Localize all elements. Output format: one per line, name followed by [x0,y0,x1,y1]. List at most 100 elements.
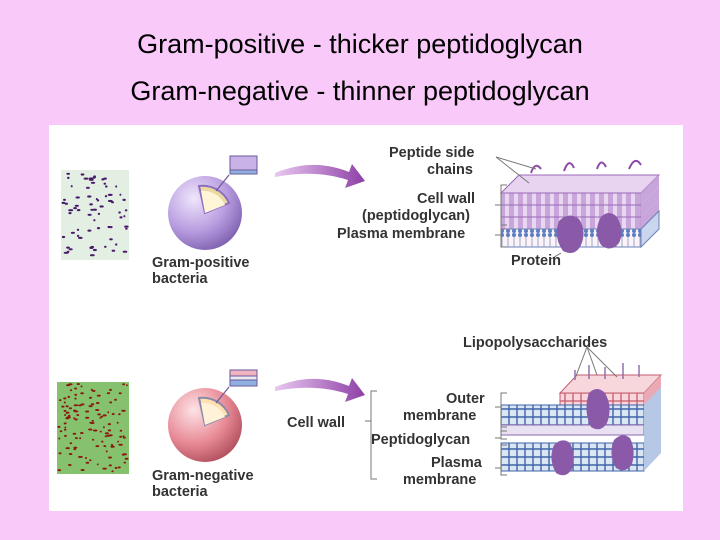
label-outer-membrane-1: Outer [446,391,485,407]
stain-speck [57,425,61,428]
gram-negative-label-1: Gram-negative [152,468,254,484]
label-peptide-side-2: chains [427,162,473,178]
stain-speck [66,250,70,253]
stain-speck [91,419,94,422]
stain-speck [69,442,73,445]
stain-speck [108,434,113,437]
stain-speck [89,203,93,206]
stain-speck [114,398,117,401]
stain-speck [89,421,93,424]
stain-speck [68,209,74,212]
stain-speck [122,198,126,201]
stain-speck [87,195,92,198]
gram-negative-cell [168,388,242,462]
label-peptide-side-1: Peptide side [389,145,474,161]
stain-speck [108,464,112,467]
stain-speck [88,405,93,408]
stain-speck [102,467,107,470]
stain-speck [95,198,98,201]
stain-speck [117,466,121,469]
stain-speck [104,432,109,435]
stain-speck [118,211,121,214]
stain-speck [107,411,110,414]
stain-speck [64,202,68,205]
gram-negative-wall-block [500,363,663,476]
stain-speck [75,196,80,199]
stain-speck [95,445,100,448]
stain-speck [88,428,93,431]
stain-speck [106,392,111,395]
stain-speck [63,422,67,425]
stain-speck [102,414,107,417]
stain-speck [122,435,125,438]
gram-positive-label-1: Gram-positive [152,255,250,271]
stain-speck [63,409,67,412]
stain-speck [80,432,84,434]
stain-speck [63,401,66,404]
stain-speck [66,416,71,419]
stain-speck [115,185,118,188]
label-protein: Protein [511,253,561,269]
stain-speck [80,385,83,388]
stain-speck [59,430,63,433]
stain-speck [63,428,67,431]
stain-speck [96,463,99,466]
stain-speck [73,410,79,413]
stain-speck [107,429,112,432]
stain-speck [73,207,77,210]
stain-speck [88,177,94,180]
stain-speck [90,208,94,211]
stain-speck [121,409,126,412]
stain-speck [67,395,71,398]
stain-speck [76,228,80,231]
stain-speck [95,402,100,404]
label-cell-wall-positive: Cell wall [417,191,475,207]
stain-speck [88,396,93,399]
stain-speck [85,186,90,189]
label-cell-wall-negative: Cell wall [287,415,345,431]
stain-speck [107,225,111,229]
stain-speck [97,413,101,416]
gram-positive-wall-block [499,159,661,253]
stain-speck [114,466,118,469]
stain-speck [80,392,84,395]
stain-speck [92,248,97,252]
stain-speck [99,430,102,433]
stain-speck [73,404,79,407]
stain-speck [63,397,67,400]
stain-speck [104,245,107,248]
stain-speck [109,401,113,404]
stain-speck [83,177,89,180]
stain-speck [80,403,85,406]
stain-speck [92,208,97,211]
arrow-positive [275,164,365,188]
stain-speck [73,417,76,420]
stain-speck [67,176,70,179]
stain-speck [78,236,83,239]
stain-speck [107,193,113,196]
stain-speck [68,453,73,455]
stain-speck [96,394,101,397]
stain-speck [108,456,112,459]
stain-speck [70,185,73,188]
stain-speck [123,461,127,464]
stain-speck [122,383,125,386]
stain-speck [104,435,107,438]
label-plasma-membrane-positive: Plasma membrane [337,226,465,242]
title-line-1: Gram-positive - thicker peptidoglycan [137,29,583,59]
stain-speck [61,235,66,239]
stain-speck [72,432,77,435]
brackets-positive [495,156,562,260]
stain-speck [105,450,108,453]
stain-speck [74,418,78,421]
cell-wall-swatch-negative [215,369,258,404]
stain-speck [90,181,96,184]
stain-speck [64,434,67,437]
stain-speck [64,426,67,429]
stain-speck [76,383,80,385]
stain-speck [85,416,90,419]
stain-speck [80,173,85,176]
stain-speck [64,414,67,416]
stain-speck [96,227,101,230]
stain-speck [58,399,62,402]
